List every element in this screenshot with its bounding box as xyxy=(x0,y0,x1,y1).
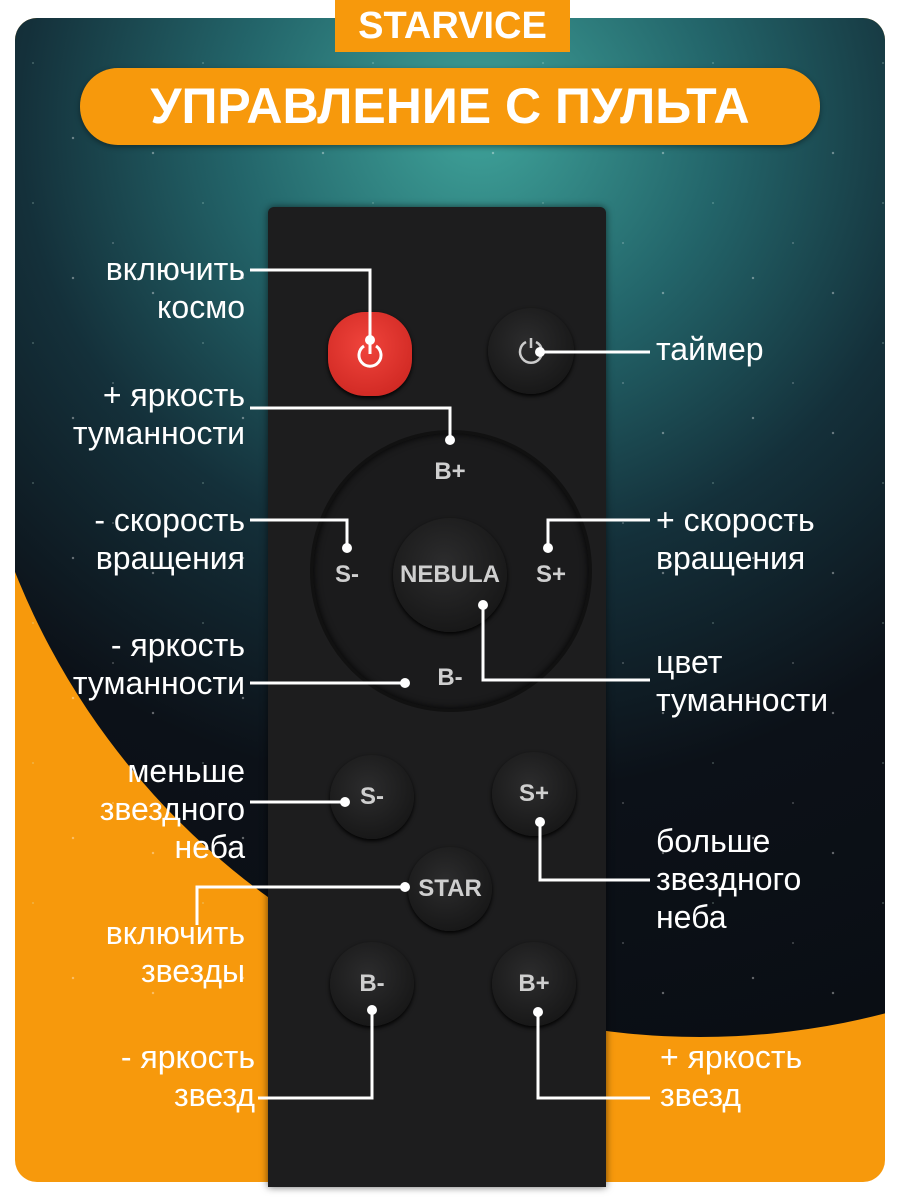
stars-minus-button[interactable]: S- xyxy=(330,755,414,839)
ring-right-key[interactable]: S+ xyxy=(535,561,567,588)
star-key-label: STAR xyxy=(418,875,482,902)
label-timer: таймер xyxy=(656,331,764,367)
brand-tab: STARVICE xyxy=(335,0,570,52)
title-banner: УПРАВЛЕНИЕ С ПУЛЬТА xyxy=(80,68,820,145)
nebula-key-label: NEBULA xyxy=(400,561,500,588)
star-button[interactable]: STAR xyxy=(408,847,492,931)
ring-bottom-key[interactable]: B- xyxy=(437,664,463,691)
stars-minus-label: S- xyxy=(360,783,384,810)
stars-plus-label: S+ xyxy=(518,780,550,807)
ring-left-key[interactable]: S- xyxy=(335,561,359,588)
nebula-button[interactable]: NEBULA xyxy=(393,518,507,632)
stars-plus-button[interactable]: S+ xyxy=(492,752,576,836)
ring-top-key[interactable]: B+ xyxy=(434,458,466,485)
brightness-plus-label: B+ xyxy=(518,970,550,997)
brightness-minus-label: B- xyxy=(359,970,385,997)
